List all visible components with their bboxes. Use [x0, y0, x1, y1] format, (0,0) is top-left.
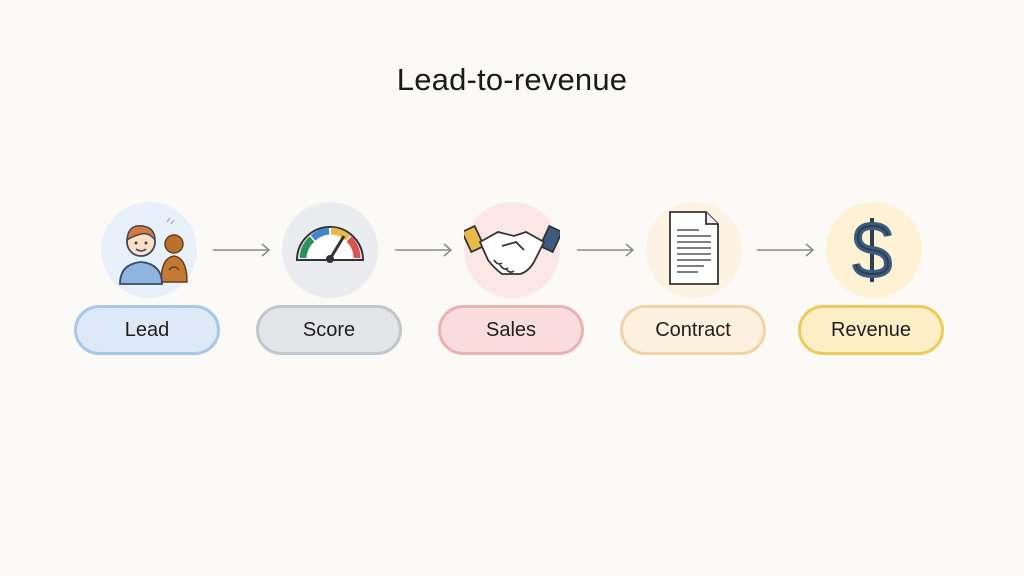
score-icon-circle [282, 202, 378, 298]
arrow-icon [395, 243, 453, 257]
revenue-icon-circle [826, 202, 922, 298]
step-revenue: Revenue [798, 305, 944, 355]
step-sales: Sales [438, 305, 584, 355]
arrow-icon [213, 243, 271, 257]
dollar-icon [852, 218, 893, 282]
step-contract: Contract [620, 305, 766, 355]
person-icon [119, 217, 188, 285]
gauge-icon [295, 226, 365, 263]
arrow-icon [577, 243, 635, 257]
contract-icon-circle [646, 202, 742, 298]
document-icon [669, 211, 719, 285]
diagram-title: Lead-to-revenue [396, 62, 628, 97]
sales-icon-circle [464, 202, 560, 298]
step-lead: Lead [74, 305, 220, 355]
lead-icon-circle [101, 202, 197, 298]
arrow-icon [757, 243, 815, 257]
step-score: Score [256, 305, 402, 355]
handshake-icon [464, 224, 560, 275]
